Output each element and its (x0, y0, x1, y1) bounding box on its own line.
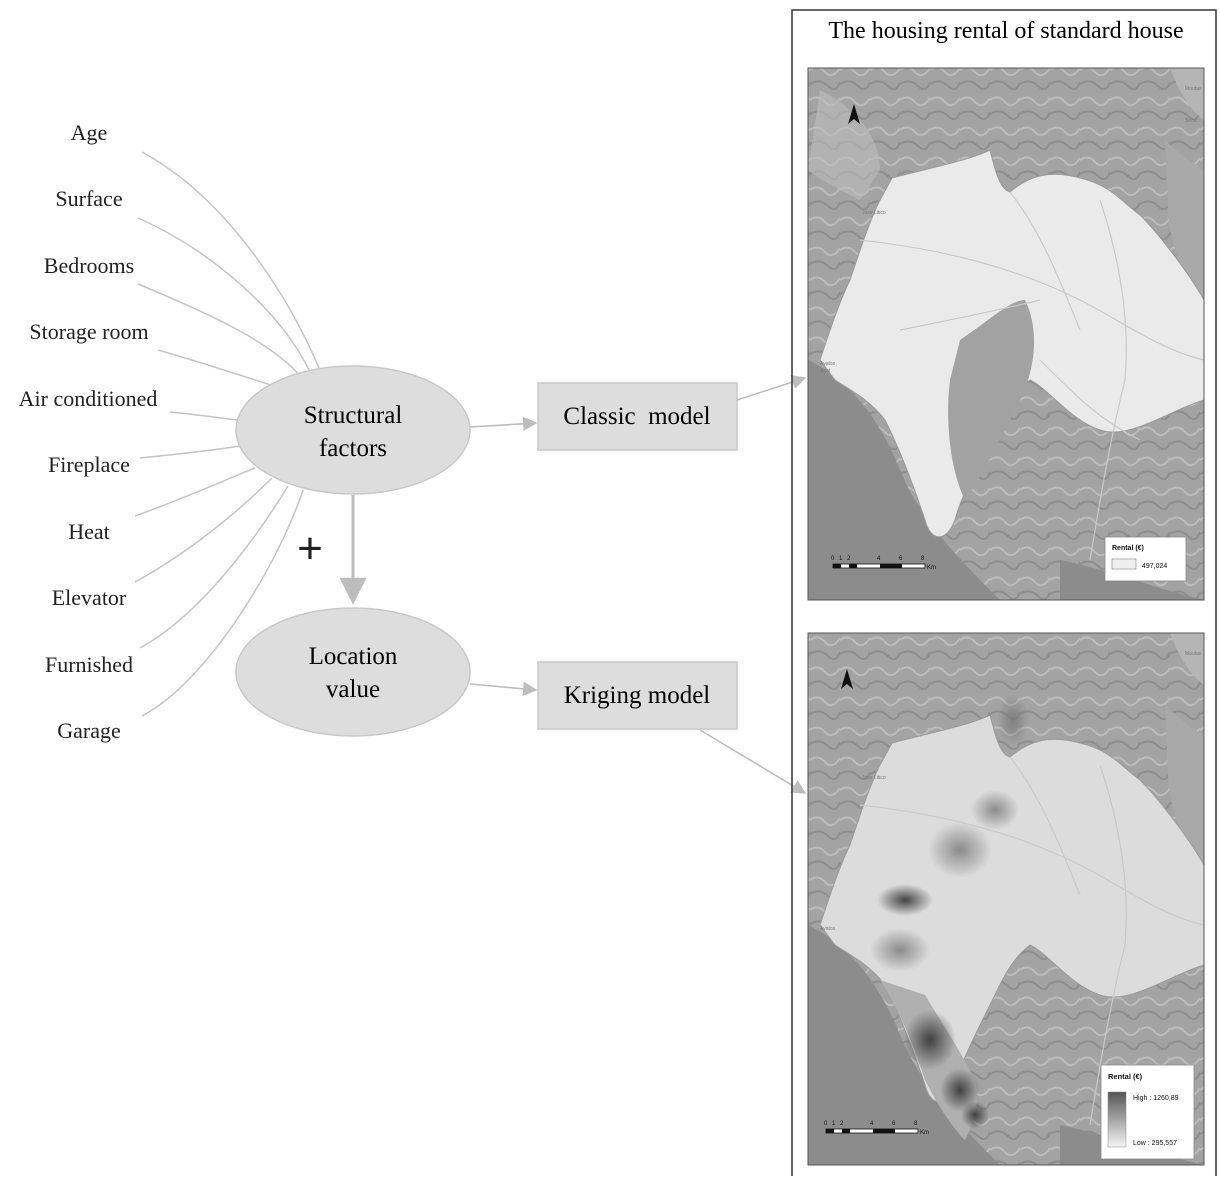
factor-label: Heat (68, 519, 110, 544)
classic-legend-title: Rental (€) (1112, 545, 1144, 552)
kriging-rental-map: Jose Litico Moutas Avatos 0 1 2 4 6 8 Km (807, 632, 1205, 1166)
classic-to-map-arrow (736, 375, 807, 401)
svg-text:Avatos: Avatos (820, 361, 836, 367)
factor-label: Fireplace (48, 452, 130, 477)
kriging-legend-title: Rental (€) (1108, 1072, 1143, 1081)
classic-model-box: Classic model (537, 382, 738, 451)
location-label-line1: Location (309, 643, 398, 670)
plus-sign: + (297, 524, 323, 573)
classic-legend: Rental (€) 497,024 (1104, 536, 1187, 582)
kriging-legend: Rental (€) High : 1260,89 Low : 295,557 (1100, 1064, 1195, 1160)
north-arrow-icon (841, 669, 853, 689)
edge-aircon (169, 411, 239, 421)
scale-tick: 1 (832, 1121, 836, 1127)
classic-rental-map: Jose Litico Moutas Sena Avatos Jisat 0 1… (807, 67, 1205, 601)
scale-unit: Km (920, 1130, 929, 1136)
factor-label: Storage room (29, 319, 148, 344)
factor-label: Air conditioned (19, 386, 158, 411)
structural-label-line1: Structural (304, 402, 403, 429)
scale-tick: 6 (899, 556, 903, 562)
location-to-kriging-arrow (469, 681, 538, 696)
edge-surface (137, 217, 311, 373)
edge-fireplace (139, 445, 241, 459)
results-panel: The housing rental of standard house (791, 9, 1217, 1176)
kriging-model-label: Kriging model (564, 682, 711, 709)
kriging-scale-bar: 0 1 2 4 6 8 Km (824, 1121, 929, 1136)
edge-storage (157, 349, 281, 389)
svg-text:Moutas: Moutas (1185, 86, 1202, 92)
svg-text:Avatos: Avatos (820, 926, 836, 932)
structural-to-classic-arrow (469, 416, 538, 431)
factor-label: Surface (55, 186, 122, 211)
svg-text:Jose Litico: Jose Litico (862, 775, 886, 781)
structural-factors-node: Structural factors (235, 365, 471, 495)
scale-tick: 8 (914, 1121, 918, 1127)
kriging-legend-high: High : 1260,89 (1133, 1095, 1179, 1102)
edge-garage (141, 489, 304, 717)
factor-label: Age (71, 120, 108, 145)
svg-text:Sena: Sena (1185, 118, 1197, 124)
scale-tick: 0 (824, 1121, 828, 1127)
scale-tick: 1 (839, 556, 843, 562)
factor-label: Furnished (45, 652, 133, 677)
edge-furnished (139, 485, 289, 649)
kriging-legend-low: Low : 295,557 (1133, 1140, 1177, 1147)
kriging-to-map-arrow (699, 729, 807, 794)
edge-bedrooms (137, 283, 301, 377)
factor-label: Elevator (52, 585, 127, 610)
scale-tick: 2 (847, 556, 851, 562)
location-value-node: Location value (235, 607, 471, 737)
factor-label: Garage (57, 718, 121, 743)
svg-text:Jose Litico: Jose Litico (862, 210, 886, 216)
north-arrow-icon (848, 104, 860, 124)
scale-tick: 4 (870, 1121, 874, 1127)
scale-unit: Km (927, 565, 936, 571)
svg-text:Jisat: Jisat (820, 368, 831, 374)
scale-tick: 2 (840, 1121, 844, 1127)
scale-tick: 8 (921, 556, 925, 562)
structural-label-line2: factors (319, 435, 387, 462)
edge-age (141, 151, 321, 371)
panel-title: The housing rental of standard house (828, 18, 1183, 44)
scale-tick: 0 (831, 556, 835, 562)
kriging-legend-ramp (1107, 1091, 1127, 1148)
factor-label: Bedrooms (44, 253, 134, 278)
scale-tick: 4 (877, 556, 881, 562)
location-label-line2: value (326, 676, 380, 703)
kriging-model-box: Kriging model (537, 661, 738, 730)
classic-scale-bar: 0 1 2 4 6 8 Km (831, 556, 936, 571)
edge-elevator (134, 477, 273, 583)
classic-model-label: Classic model (563, 403, 710, 430)
edge-heat (134, 467, 256, 517)
scale-tick: 6 (892, 1121, 896, 1127)
factor-edges (134, 151, 321, 717)
classic-legend-value: 497,024 (1142, 563, 1167, 570)
classic-legend-swatch (1111, 558, 1137, 570)
factor-labels: Age Surface Bedrooms Storage room Air co… (19, 120, 158, 743)
svg-text:Moutas: Moutas (1185, 651, 1202, 657)
